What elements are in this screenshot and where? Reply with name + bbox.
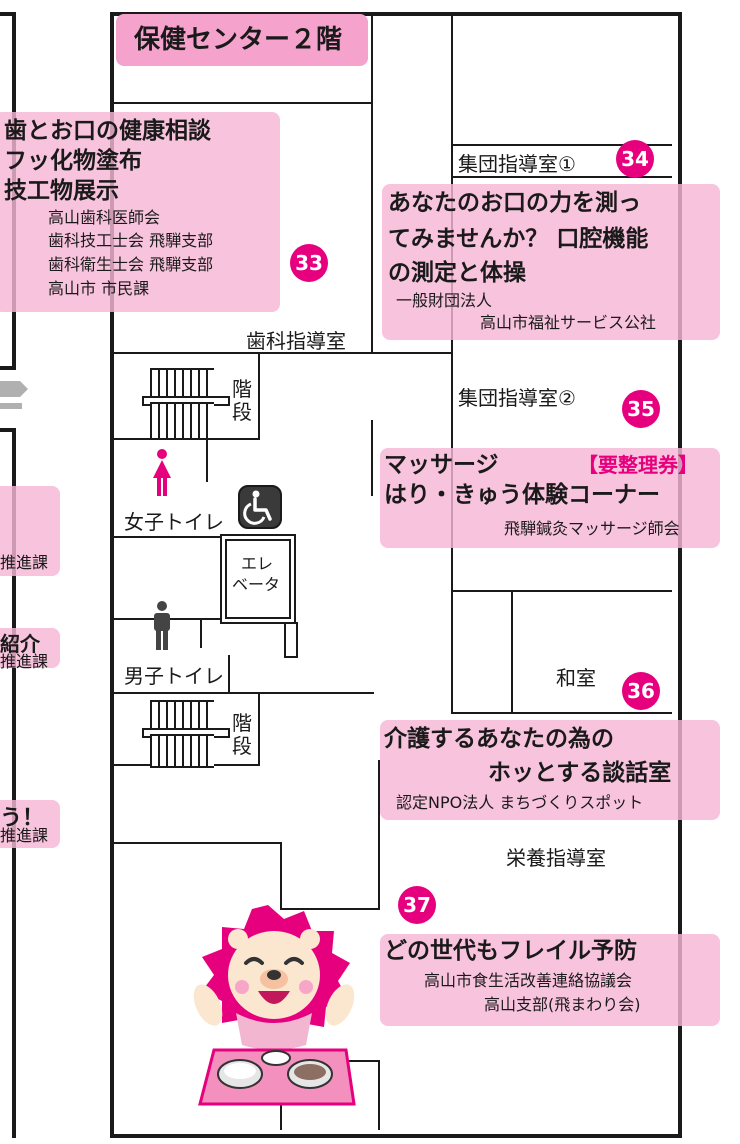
booth-36-box: [380, 720, 720, 820]
wall: [114, 692, 374, 694]
booth-37-number: 37: [398, 886, 436, 924]
left-fragment-box: [0, 800, 60, 848]
booth-37-org: 高山市食生活改善連絡協議会: [424, 971, 633, 990]
booth-33-title: 技工物展示: [4, 178, 119, 204]
booth-33-number: 33: [290, 244, 328, 282]
elevator-label: エレ: [241, 554, 274, 573]
wall: [114, 102, 372, 104]
booth-33-org: 歯科衛生士会 飛騨支部: [48, 255, 214, 274]
floor-title-tag: [116, 14, 368, 66]
male-icon: [150, 600, 174, 656]
booth-33-title: 歯とお口の健康相談: [4, 118, 211, 144]
wall: [114, 842, 282, 844]
elevator-car: [225, 539, 291, 619]
elevator-door: [284, 622, 298, 658]
wall: [378, 760, 380, 910]
wall: [371, 420, 373, 496]
booth-37-org: 高山支部(飛まわり会): [484, 995, 641, 1014]
left-fragment-text: 推進課: [0, 826, 49, 845]
booth-34-org: 一般財団法人: [396, 291, 493, 310]
stairs-top: [150, 402, 214, 440]
wheelchair-icon: [238, 485, 282, 533]
wall: [206, 440, 208, 482]
left-fragment-text: 推進課: [0, 652, 49, 671]
booth-37-title: どの世代もフレイル予防: [384, 938, 637, 964]
left-fragment-text: う！: [0, 806, 45, 831]
left-fragment-box: [0, 628, 60, 668]
left-fragment-text: 推進課: [0, 553, 49, 572]
booth-35-tag: 【要整理券】: [578, 453, 698, 477]
booth-36-title: ホッとする談話室: [488, 760, 672, 786]
room-label-mens-toilet: 男子トイレ: [124, 664, 224, 688]
booth-34-number: 34: [616, 140, 654, 178]
elevator-shaft: [220, 534, 296, 624]
room-label-washitsu: 和室: [556, 666, 596, 690]
left-wall: [0, 428, 16, 1138]
wall: [378, 1060, 380, 1130]
booth-34-org: 高山市福祉サービス公社: [480, 313, 657, 332]
room-label-nutrition: 栄養指導室: [506, 846, 606, 870]
booth-34-title: の測定と体操: [388, 260, 526, 286]
booth-33-org: 歯科技工士会 飛騨支部: [48, 231, 214, 250]
floor-title: 保健センター２階: [134, 25, 343, 55]
booth-35-number: 35: [622, 390, 660, 428]
booth-36-org: 認定NPO法人 まちづくりスポット: [396, 793, 644, 812]
booth-33-org: 高山市 市民課: [48, 279, 150, 298]
wall: [258, 692, 260, 764]
arrow-right-icon: [0, 375, 30, 415]
wall: [371, 14, 373, 354]
outer-wall: [110, 12, 682, 1138]
booth-35-title: マッサージ: [384, 452, 499, 478]
wall: [114, 352, 453, 354]
meal-tray-icon: [196, 1046, 356, 1112]
left-fragment-box: [0, 486, 60, 576]
booth-35-org: 飛騨鍼灸マッサージ師会: [504, 519, 680, 538]
wall: [282, 908, 380, 910]
lion-mascot-icon: [174, 905, 374, 1079]
booth-36-number: 36: [622, 672, 660, 710]
stairs-bottom: [150, 734, 214, 768]
wall: [114, 536, 220, 538]
elevator-label: ベータ: [232, 575, 281, 594]
booth-36-title: 介護するあなたの為の: [384, 726, 614, 752]
room-label-dental: 歯科指導室: [246, 329, 346, 353]
room-label-stairs: 階段: [232, 377, 252, 424]
wall: [451, 176, 672, 178]
wall: [451, 712, 672, 714]
left-fragment-text: 紹介: [0, 632, 40, 656]
room-label-group2: 集団指導室②: [458, 386, 576, 410]
wall: [451, 144, 672, 146]
wall: [228, 655, 230, 693]
stairs-top: [150, 368, 214, 400]
room-label-womens-toilet: 女子トイレ: [124, 510, 224, 534]
booth-37-box: [380, 934, 720, 1026]
booth-34-box: [382, 184, 720, 340]
booth-33-org: 高山歯科医師会: [48, 208, 161, 227]
booth-35-title: はり・きゅう体験コーナー: [384, 482, 660, 508]
booth-34-title: あなたのお口の力を測っ: [388, 190, 641, 216]
wall: [511, 592, 513, 712]
room-label-group1: 集団指導室①: [458, 152, 576, 176]
booth-34-title: てみませんか？ 口腔機能: [388, 226, 649, 252]
wall: [200, 618, 202, 648]
female-icon: [150, 448, 174, 502]
booth-35-box: [380, 448, 720, 548]
wall: [280, 842, 282, 910]
booth-33-title: フッ化物塗布: [4, 148, 142, 174]
booth-33-box: [0, 112, 280, 312]
wall: [258, 352, 260, 440]
room-label-stairs: 階段: [232, 711, 252, 758]
wall: [451, 590, 672, 592]
wall: [451, 594, 453, 714]
